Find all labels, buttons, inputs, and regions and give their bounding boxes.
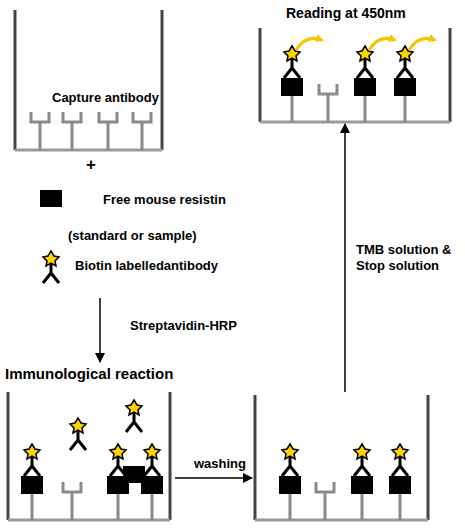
well-heading: Immunological reaction [5, 364, 175, 383]
step-label: TMB solution & Stop solution [356, 242, 464, 274]
well-node: Immunological reaction [3, 362, 175, 524]
annotation-label: Biotin labelledantibody [75, 258, 265, 274]
well-heading: Capture antibody [52, 90, 177, 106]
step-label: washing [194, 456, 264, 472]
process-arrow [175, 477, 252, 479]
biotin-antibody-icon [43, 251, 59, 283]
annotation-label: (standard or sample) [68, 228, 238, 244]
process-arrow [99, 298, 101, 362]
annotation-label: + [86, 154, 106, 175]
well-reading [260, 28, 450, 122]
step-label: Streptavidin-HRP [130, 318, 280, 334]
annotation-label: Free mouse resistin [103, 192, 263, 208]
process-arrow [344, 124, 346, 392]
well-node: Capture antibody [10, 8, 175, 298]
well-node: Reading at 450nm [256, 2, 454, 124]
well-washed [255, 395, 428, 520]
well-node [252, 392, 432, 524]
well-heading: Reading at 450nm [286, 4, 446, 22]
well-reaction [8, 392, 170, 520]
resistin-icon [40, 190, 62, 207]
well-plate [15, 10, 162, 150]
